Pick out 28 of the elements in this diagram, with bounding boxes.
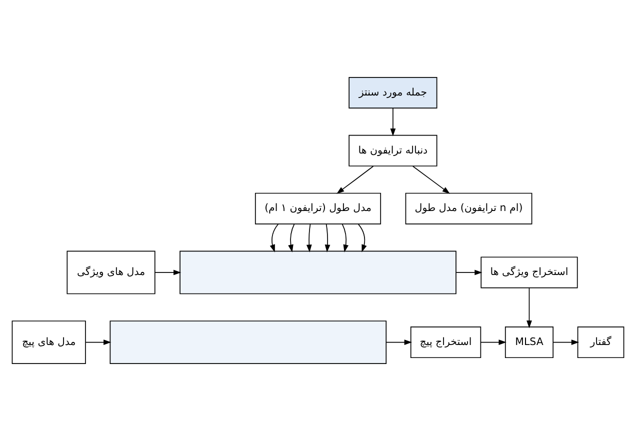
- arrow: [324, 224, 330, 252]
- node-box: گفتار: [577, 326, 624, 358]
- arrow: [358, 224, 367, 252]
- node-box: مدل های ویژگی: [66, 250, 156, 294]
- node-box: مدل طول (ترایفون ۱ ام): [254, 192, 382, 224]
- arrow: [306, 224, 312, 252]
- node-box: جمله مورد سنتز: [348, 76, 438, 108]
- node-box: مدل طول (ترایفون n ام): [405, 192, 532, 224]
- arrow: [270, 224, 279, 252]
- node-box: استخراج پیچ: [410, 326, 482, 358]
- node-box: دنباله ترایفون ها: [348, 134, 438, 166]
- arrow: [390, 108, 396, 136]
- arrow: [480, 340, 506, 345]
- node-box: استخراج ویژگی ها: [480, 256, 578, 288]
- arrow: [552, 340, 580, 345]
- arrow: [154, 270, 182, 276]
- arrow: [342, 224, 349, 252]
- arrow: [412, 166, 450, 194]
- node-box: [180, 250, 456, 294]
- arrow: [386, 340, 412, 345]
- arrow: [526, 288, 532, 328]
- node-box: MLSA: [504, 326, 554, 358]
- node-box: مدل های پیچ: [12, 320, 86, 364]
- arrow: [336, 166, 374, 194]
- node-box: [110, 320, 387, 364]
- arrow: [288, 224, 295, 252]
- arrow: [85, 340, 112, 345]
- arrow: [456, 270, 482, 276]
